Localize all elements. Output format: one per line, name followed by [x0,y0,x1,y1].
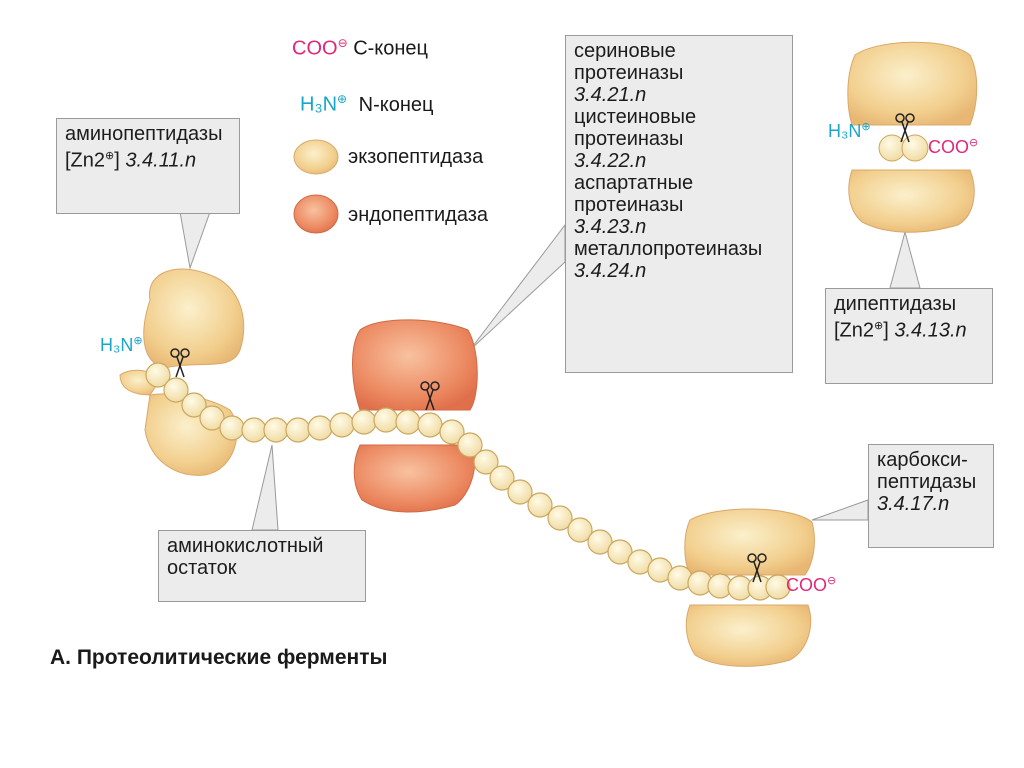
cysteine-label-2: протеиназы [574,128,684,150]
h3n-chem-label: H₃N [300,93,338,116]
aspartic-label-2: протеиназы [574,194,684,216]
carboxypeptidases-title-2: пептидазы [877,471,977,493]
carboxypeptidases-callout: карбокси- пептидазы 3.4.17.n [868,444,994,548]
n-terminus-text: H₃N [828,121,862,141]
residue-title-2: остаток [167,557,237,579]
amino-acid-bead [181,392,207,418]
amino-acid-bead [547,505,573,531]
zn-bracket: ] [114,149,120,172]
n-end-label: N-конец [358,93,434,116]
legend-c-end: COO⊖ C-конец [292,36,429,60]
dipeptide-n-terminus-label: H₃N⊕ [828,121,871,141]
n-terminus-label: H₃N⊕ [100,335,143,355]
exopeptidase-legend-blob [293,139,339,175]
aspartic-ec-code: 3.4.23.n [574,216,647,238]
residue-title-1: аминокислотный [167,535,324,557]
aminopeptidases-title: аминопептидазы [65,123,223,145]
endopeptidases-callout: сериновые протеиназы 3.4.21.n цистеиновы… [565,35,793,373]
c-terminus-text: COO [786,575,828,595]
figure-title: А. Протеолитические ферменты [50,646,388,669]
zn-cofactor: [Zn2 [65,149,106,172]
metallo-label: металлопротеиназы [574,238,763,260]
zn-bracket: ] [883,319,889,342]
cysteine-label: цистеиновые [574,106,697,128]
scissors-icon [895,113,915,143]
amino-acid-bead [307,415,333,441]
dipeptide-c-terminus-label: COO⊖ [928,137,979,157]
carboxypeptidases-title-1: карбокси- [877,449,968,471]
amino-acid-bead [765,574,791,600]
amino-acid-bead [607,539,633,565]
aspartic-label: аспартатные [574,172,694,194]
coo-chem-label: COO [292,37,338,60]
amino-acid-bead [395,409,421,435]
dipeptidases-callout: дипептидазы [Zn2⊕] 3.4.13.n [825,288,993,384]
residue-callout: аминокислотный остаток [158,530,366,602]
serine-ec-code: 3.4.21.n [574,84,647,106]
aminopeptidases-callout: аминопептидазы [Zn2⊕] 3.4.11.n [56,118,240,214]
amino-acid-bead [527,492,553,518]
endopeptidase-enzyme [352,319,478,513]
amino-acid-bead [373,407,399,433]
scissors-icon [747,553,767,583]
legend-exopeptidase-label: экзопептидаза [348,146,484,168]
zn-cofactor: [Zn2 [834,319,875,342]
cysteine-ec-code: 3.4.22.n [574,150,647,172]
amino-acid-bead [457,432,483,458]
metallo-ec-code: 3.4.24.n [574,260,647,282]
amino-acid-bead [587,529,613,555]
amino-acid-bead [439,419,465,445]
dipeptidases-title: дипептидазы [834,293,957,315]
amino-acid-bead [351,409,377,435]
amino-acid-bead [199,405,225,431]
amino-acid-bead [263,417,289,443]
peptide-chain [145,362,791,601]
legend-n-end: H₃N⊕ N-конец [300,92,434,116]
dipeptidase-enzyme [847,41,978,233]
amino-acid-bead [417,412,443,438]
amino-acid-bead [285,417,311,443]
carboxypeptidases-ec-code: 3.4.17.n [877,493,950,515]
dipeptidase-pointer [889,230,921,289]
c-terminus-label: COO⊖ [786,575,837,595]
endopeptidase-pointer [469,223,566,351]
amino-acid-bead [473,449,499,475]
legend-endopeptidase-label: эндопептидаза [348,204,489,226]
dipeptide-beads [878,134,929,162]
amino-acid-bead [163,377,189,403]
endopeptidase-legend-blob [293,194,339,234]
dipeptidases-ec-code: 3.4.13.n [894,319,967,342]
aminopeptidase-pointer [179,211,211,270]
carboxypeptidase-enzyme [684,508,815,667]
serine-label: сериновые [574,40,676,62]
residue-pointer [251,444,279,531]
amino-acid-bead [219,415,245,441]
serine-label-2: протеиназы [574,62,684,84]
amino-acid-bead [329,412,355,438]
scissors-icon [170,348,190,378]
aminopeptidases-ec-code: 3.4.11.n [125,149,197,172]
n-terminus-text: H₃N [100,335,134,355]
amino-acid-bead [507,479,533,505]
amino-acid-bead [241,417,267,443]
c-terminus-text: COO [928,137,970,157]
amino-acid-bead [145,362,171,388]
amino-acid-bead [489,465,515,491]
scissors-icon [420,381,440,411]
carboxypeptidase-pointer [811,499,869,521]
amino-acid-bead [567,517,593,543]
c-end-label: C-конец [353,37,429,60]
